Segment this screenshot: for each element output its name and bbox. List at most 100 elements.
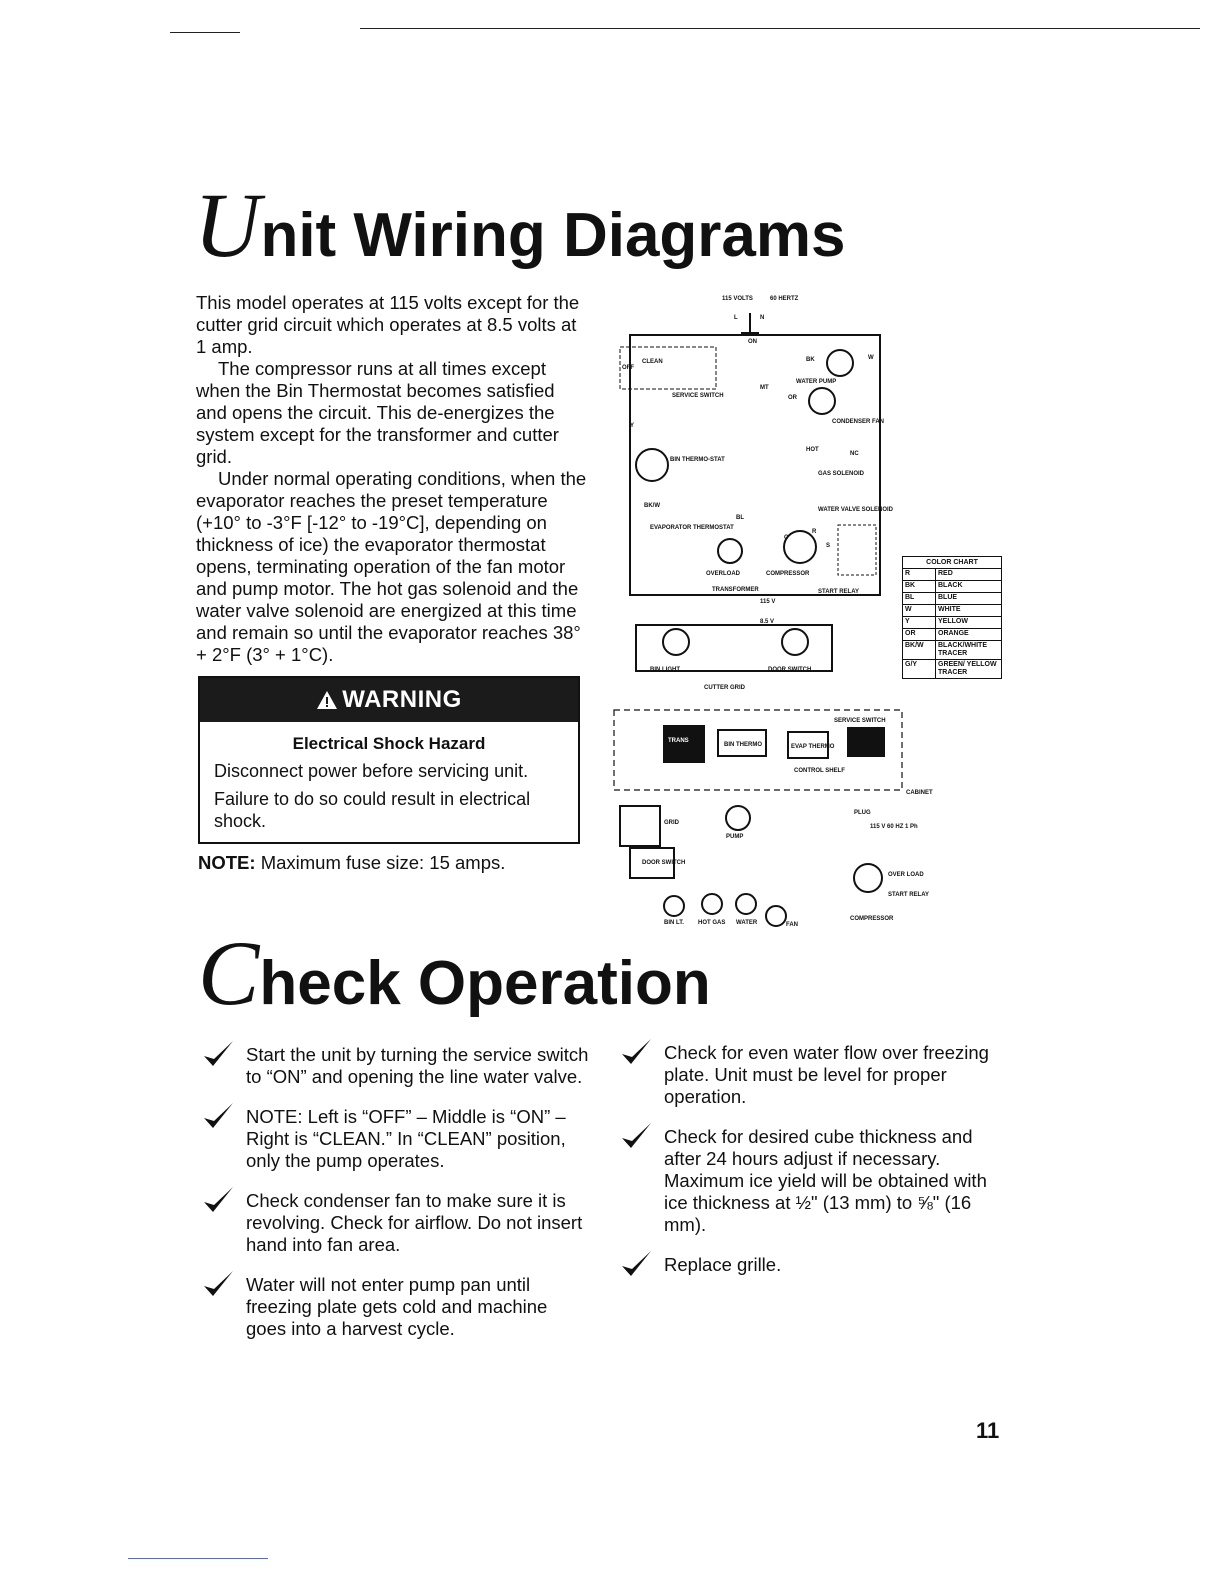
label-bin-light: BIN LIGHT [650,667,680,673]
label-transformer: TRANSFORMER [712,587,759,593]
hot-gas-valve-symbol [701,893,723,915]
wire-code: OR [788,395,798,401]
label-water-pump: WATER PUMP [796,379,836,385]
label-on: ON [748,339,757,345]
checkmark-icon [204,1041,233,1066]
label-bin-thermo: BIN THERMO [724,742,762,748]
label-hot: HOT [806,447,819,453]
checkmark-icon [204,1187,233,1212]
wire-code: R [812,529,817,535]
warning-triangle-icon [317,691,338,709]
color-name: ORANGE [938,630,969,637]
wire-code: W [868,355,874,361]
title-initial-c: C [198,922,260,1024]
check-text: Start the unit by turning the service sw… [246,1044,589,1087]
label-115v: 115 V [760,599,775,605]
list-item: Check for desired cube thickness and aft… [618,1123,1008,1236]
label-n: N [760,315,764,321]
intro-text: This model operates at 115 volts except … [196,292,588,666]
overload-unit-symbol [853,863,883,893]
list-item: Check condenser fan to make sure it is r… [200,1187,590,1256]
warning-subheading: Electrical Shock Hazard [292,734,486,753]
label-bin-thermostat: BIN THERMO-STAT [670,457,725,463]
service-switch-block [847,727,885,757]
wire-code: BK/W [644,503,660,509]
intro-paragraph-2: The compressor runs at all times except … [196,358,559,467]
color-name: BLUE [938,594,958,601]
page-title-check: Check Operation [198,920,711,1026]
color-code: W [903,605,936,616]
label-water: WATER [736,920,758,926]
list-item: NOTE: Left is “OFF” – Middle is “ON” – R… [200,1103,590,1172]
note-text: Maximum fuse size: 15 amps. [260,852,506,873]
wire-code: S [826,543,830,549]
wire-code: NC [850,451,859,457]
list-item: Start the unit by turning the service sw… [200,1041,590,1088]
checkmark-icon [622,1123,651,1148]
color-code: R [903,569,936,580]
warning-heading: WARNING [342,686,462,713]
page-title-wiring: Unit Wiring Diagrams [194,172,846,278]
label-over-load: OVER LOAD [888,872,924,878]
warning-line-2: Failure to do so could result in electri… [214,789,531,831]
label-door-switch: DOOR SWITCH [768,667,811,673]
check-text: Check for even water flow over freezing … [664,1042,989,1107]
color-code: BK [903,581,936,592]
label-evap-thermo: EVAP THERMO [791,744,835,750]
label-service-switch-2: SERVICE SWITCH [834,718,886,724]
title-initial-u: U [194,174,261,276]
list-item: Water will not enter pump pan until free… [200,1271,590,1340]
check-text: Water will not enter pump pan until free… [246,1274,548,1339]
grid-box [619,805,661,847]
service-switch-box [619,346,717,390]
door-switch-symbol [781,628,809,656]
wire-code: MT [760,385,769,391]
color-code: Y [903,617,936,628]
warning-header: WARNING [200,678,578,722]
checkmark-icon [622,1039,651,1064]
physical-wiring-diagram: TRANS BIN THERMO EVAP THERMO SERVICE SWI… [613,709,933,928]
bin-thermo-box [717,729,767,757]
check-text: Check condenser fan to make sure it is r… [246,1190,583,1255]
door-switch-block [629,847,675,879]
bin-light-symbol [662,628,690,656]
checkmark-icon [204,1103,233,1128]
label-gas-solenoid: GAS SOLENOID [818,471,865,477]
checkmark-icon [204,1271,233,1296]
title-rest-2: heck Operation [259,949,711,1018]
color-chart-title: COLOR CHART [903,557,1001,569]
color-code: G/Y [903,660,936,678]
color-code: OR [903,629,936,640]
note-label: NOTE: [198,852,256,873]
color-name: BLACK/WHITE TRACER [938,642,987,657]
color-code: BL [903,593,936,604]
label-plug: PLUG [854,810,871,816]
wiring-schematic: 115 VOLTS 60 HERTZ L N OFF ON CLEAN SERV… [619,296,894,691]
label-plug-rating: 115 V 60 HZ 1 Ph [870,824,918,830]
label-off: OFF [622,365,634,371]
bin-thermostat-symbol [635,448,669,482]
color-name: GREEN/ YELLOW TRACER [938,661,997,676]
wire-code: C [784,535,789,541]
label-hertz: 60 HERTZ [770,296,799,302]
color-name: YELLOW [938,618,968,625]
main-circuit-frame [629,334,881,596]
check-list-right: Check for even water flow over freezing … [618,1039,1008,1294]
label-pump: PUMP [726,834,743,840]
check-text: Replace grille. [664,1254,782,1275]
intro-paragraph-3: Under normal operating conditions, when … [196,468,587,665]
overload-symbol [717,538,743,564]
label-l: L [734,315,738,321]
label-8-5v: 8.5 V [760,619,774,625]
bottom-rule [128,1558,268,1559]
fan-unit-symbol [765,905,787,927]
pump-symbol [725,805,751,831]
label-overload: OVERLOAD [706,571,741,577]
